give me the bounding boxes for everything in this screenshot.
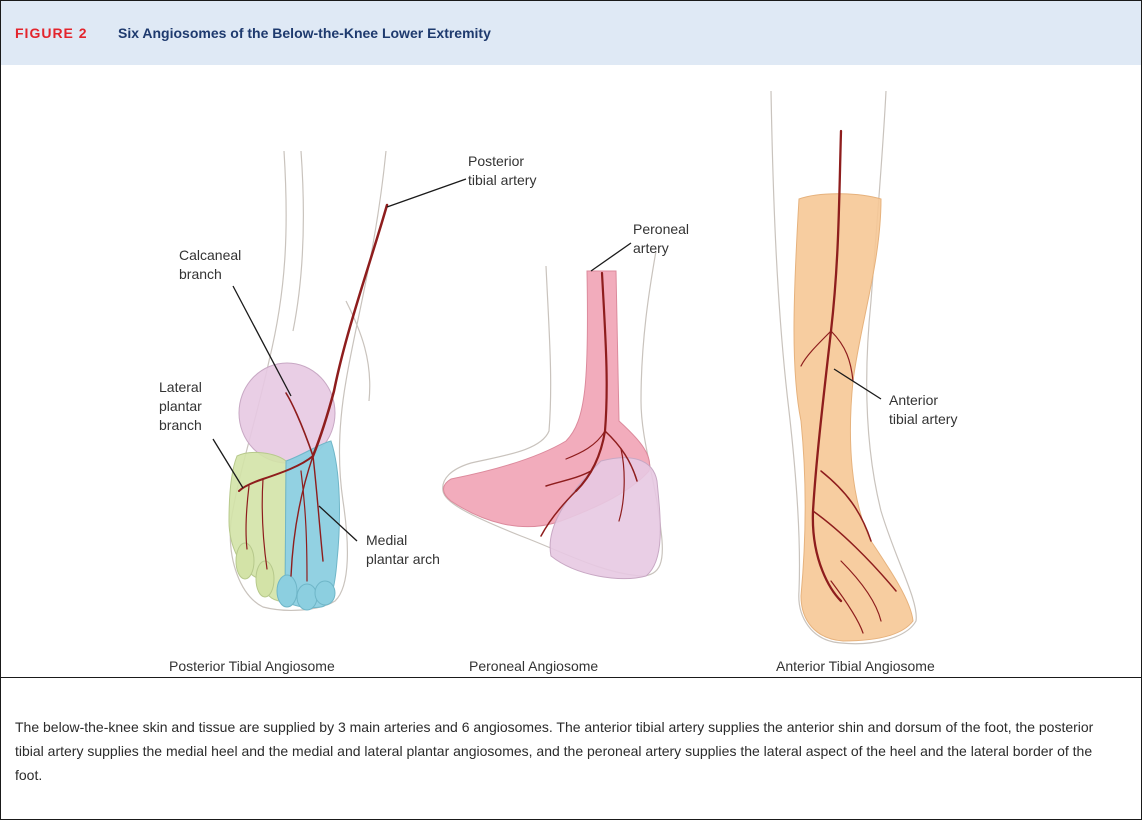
anterior-leg-illustration xyxy=(771,91,916,644)
caption-divider xyxy=(1,677,1141,678)
peroneal-artery-label: Peroneal artery xyxy=(633,221,693,256)
posterior-panel-title: Posterior Tibial Angiosome xyxy=(169,658,335,674)
figure-caption: The below-the-knee skin and tissue are s… xyxy=(15,715,1115,787)
medial-plantar-arch-label: Medial plantar arch xyxy=(366,532,440,567)
peroneal-artery-leader xyxy=(591,243,631,271)
lateral-plantar-branch-label: Lateral plantar branch xyxy=(159,379,206,433)
posterior-foot-illustration xyxy=(229,151,387,610)
calcaneal-branch-label: Calcaneal branch xyxy=(179,247,245,282)
peroneal-panel-title: Peroneal Angiosome xyxy=(469,658,598,674)
lateral-foot-illustration xyxy=(443,251,663,579)
figure-header: FIGURE 2 Six Angiosomes of the Below-the… xyxy=(1,1,1141,65)
anterior-panel-title: Anterior Tibial Angiosome xyxy=(776,658,935,674)
figure-title: Six Angiosomes of the Below-the-Knee Low… xyxy=(118,25,491,41)
figure-label: FIGURE 2 xyxy=(15,25,88,41)
anterior-tibial-artery-label: Anterior tibial artery xyxy=(889,392,957,427)
posterior-tibial-artery-label: Posterior tibial artery xyxy=(468,153,536,188)
figure-illustration: Posterior tibial artery Calcaneal branch… xyxy=(1,65,1141,677)
posterior-tibial-artery-leader xyxy=(387,179,466,207)
